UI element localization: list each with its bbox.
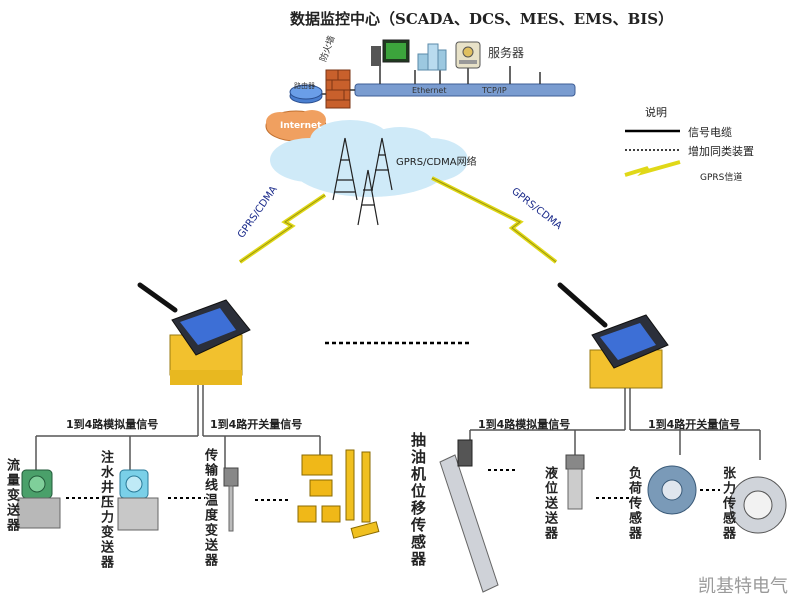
watermark: 凯基特电气 <box>698 576 788 597</box>
sensor-temperature-label: 传输线温度变送器 <box>202 448 217 568</box>
legend-item-gprs: GPRS信道 <box>700 173 743 183</box>
firewall-icon <box>325 69 351 109</box>
level-transmitter-image <box>565 454 585 510</box>
temperature-transmitter-image <box>223 467 239 532</box>
legend-item-same-device: 增加同类装置 <box>688 145 754 158</box>
switch-sensors-image <box>297 449 380 539</box>
tension-sensor-image <box>729 476 787 534</box>
legend-gprs-icon <box>624 160 681 177</box>
legend-title: 说明 <box>645 106 667 119</box>
buildings-icon <box>417 43 447 71</box>
flow-transmitter-image <box>17 469 61 529</box>
right-rtu-device <box>557 282 669 389</box>
ethernet-bus <box>354 83 576 97</box>
gprs-link-right <box>431 176 558 264</box>
server-label: 服务器 <box>488 46 525 60</box>
server-icon <box>455 41 481 69</box>
gprs-cloud <box>270 120 468 197</box>
internet-cloud-icon <box>265 110 327 142</box>
pumpjack-displacement-sensor-image <box>439 439 499 593</box>
page-title: 数据监控中心（SCADA、DCS、MES、EMS、BIS） <box>290 10 674 28</box>
router-icon <box>289 84 323 104</box>
monitor-icon <box>371 39 410 66</box>
left-switch-label: 1到4路开关量信号 <box>210 418 303 431</box>
right-switch-label: 1到4路开关量信号 <box>648 418 741 431</box>
router-label: 路由器 <box>294 82 315 90</box>
cloud-label: GPRS/CDMA网络 <box>396 157 477 168</box>
legend-item-cable: 信号电缆 <box>688 126 732 139</box>
sensor-level-label: 液位送送器 <box>542 466 557 541</box>
pressure-transmitter-image <box>117 469 159 531</box>
sensor-tension-label: 张力传感器 <box>720 466 735 541</box>
tcpip-label: TCP/IP <box>482 86 507 95</box>
sensor-load-label: 负荷传感器 <box>626 466 641 541</box>
sensor-pressure-label: 注水井压力变送器 <box>98 450 113 570</box>
sensor-displacement-label: 抽油机位移传感器 <box>409 432 427 568</box>
ethernet-label: Ethernet <box>412 86 447 95</box>
tower-icon <box>332 137 393 226</box>
load-sensor-image <box>647 465 697 515</box>
left-analog-label: 1到4路模拟量信号 <box>66 418 159 431</box>
left-rtu-device <box>137 282 251 385</box>
sensor-flow-label: 流量变送器 <box>4 458 19 533</box>
right-analog-label: 1到4路模拟量信号 <box>478 418 571 431</box>
internet-label: Internet <box>280 121 322 131</box>
